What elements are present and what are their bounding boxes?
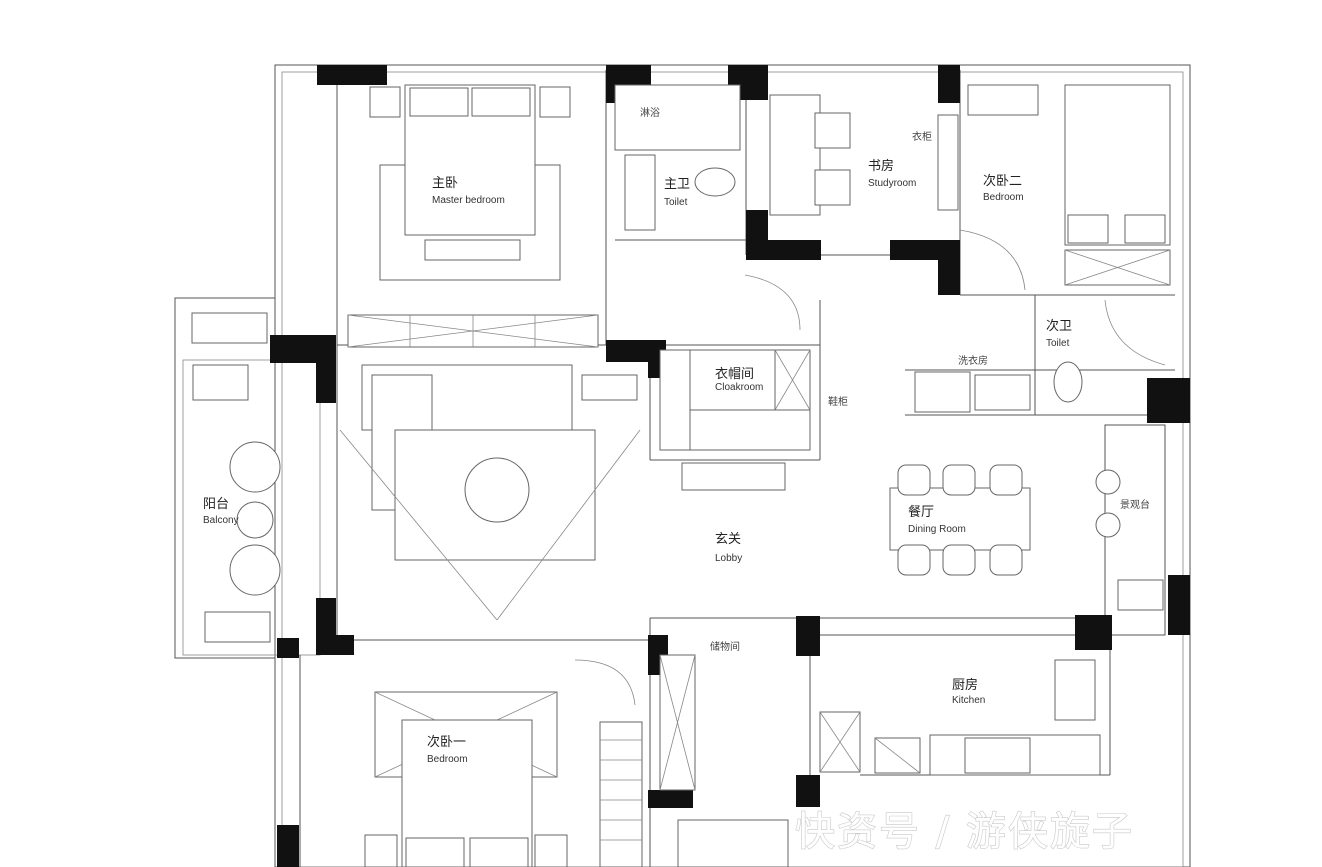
shower-label: 淋浴 (640, 106, 660, 119)
bedroom1-en: Bedroom (427, 754, 468, 765)
furniture (191, 84, 1171, 867)
bedroom2-cn: 次卧二 (983, 173, 1022, 189)
kitchen-cn: 厨房 (952, 677, 978, 693)
master-toilet-en: Toilet (664, 197, 688, 208)
study-en: Studyroom (868, 178, 916, 189)
side-balcony-label: 景观台 (1120, 498, 1150, 511)
shoe-cabinet-label: 鞋柜 (828, 395, 848, 408)
kitchen-en: Kitchen (952, 695, 985, 706)
room-labels: 主卧 Master bedroom 主卫 Toilet 书房 Studyroom… (203, 106, 1150, 765)
bedroom1-cn: 次卧一 (427, 734, 466, 750)
dining-en: Dining Room (908, 524, 966, 535)
laundry-label: 洗衣房 (958, 354, 988, 367)
bedroom2-en: Bedroom (983, 192, 1024, 203)
cloakroom-en: Cloakroom (715, 382, 763, 393)
dining-cn: 餐厅 (908, 504, 934, 520)
toilet2-en: Toilet (1046, 338, 1070, 349)
balcony-cn: 阳台 (203, 497, 229, 512)
wall-columns (270, 65, 1190, 867)
master-toilet-cn: 主卫 (664, 177, 690, 192)
lobby-en: Lobby (715, 553, 742, 564)
closet-label: 衣柜 (912, 130, 932, 143)
watermark: 快资号 / 游侠旋子 (795, 809, 1134, 855)
balcony-en: Balcony (203, 515, 239, 526)
master-bedroom-en: Master bedroom (432, 195, 505, 206)
utility-label: 储物间 (710, 640, 740, 653)
lobby-cn: 玄关 (715, 532, 741, 547)
study-cn: 书房 (868, 158, 894, 174)
toilet2-cn: 次卫 (1046, 318, 1072, 334)
cloakroom-cn: 衣帽间 (715, 366, 754, 382)
master-bedroom-cn: 主卧 (432, 176, 458, 191)
